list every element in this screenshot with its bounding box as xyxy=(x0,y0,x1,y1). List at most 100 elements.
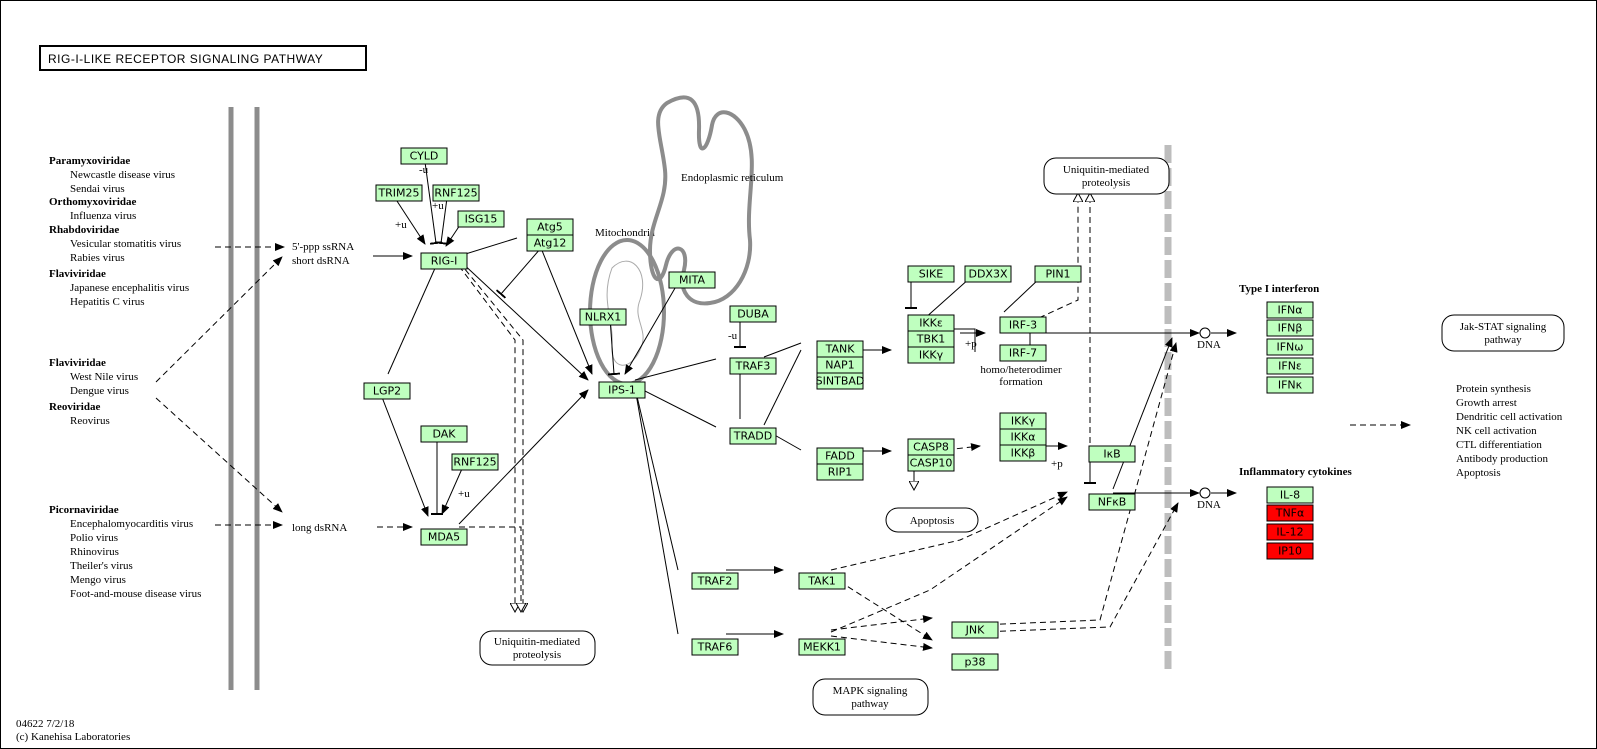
gene-casp8[interactable]: CASP8 xyxy=(907,438,955,456)
gene-ddx3x[interactable]: DDX3X xyxy=(964,265,1012,283)
gene-rnf125-a[interactable]: RNF125 xyxy=(432,184,480,202)
gene-mekk1[interactable]: MEKK1 xyxy=(798,638,846,656)
gene-il-8[interactable]: IL-8 xyxy=(1266,486,1314,504)
gene-fadd-label: FADD xyxy=(825,450,855,463)
gene-tank[interactable]: TANK xyxy=(816,340,864,358)
outcome-6: Apoptosis xyxy=(1456,467,1501,479)
gene-ips-1[interactable]: IPS-1 xyxy=(598,381,646,399)
gene-duba[interactable]: DUBA xyxy=(729,305,777,323)
gene-nap1-label: NAP1 xyxy=(825,359,854,372)
outcome-3: NK cell activation xyxy=(1456,425,1537,437)
ligand-long-dsrna: long dsRNA xyxy=(292,522,347,534)
gene-dak-label: DAK xyxy=(432,428,456,441)
gene-traf6[interactable]: TRAF6 xyxy=(691,638,739,656)
gene-jnk-label: JNK xyxy=(965,624,985,637)
gene-jnk[interactable]: JNK xyxy=(951,621,999,639)
gene-ips-1-label: IPS-1 xyxy=(608,384,636,397)
inflammatory-label: Inflammatory cytokines xyxy=(1239,466,1352,478)
gene-tank-label: TANK xyxy=(825,343,856,356)
gene-ifnw[interactable]: IFNω xyxy=(1266,338,1314,356)
gene-atg5-label: Atg5 xyxy=(537,221,563,234)
gene-ikkb[interactable]: IKKβ xyxy=(999,444,1047,462)
gene-layer: CYLD TRIM25 RNF125 ISG15 RIG-I Atg5 Atg1… xyxy=(363,147,1314,671)
pathway-title: RIG-I-LIKE RECEPTOR SIGNALING PATHWAY xyxy=(48,52,323,66)
gene-atg5[interactable]: Atg5 xyxy=(526,218,574,236)
virus-newcastle: Newcastle disease virus xyxy=(70,169,175,181)
virus-sendai: Sendai virus xyxy=(70,183,125,195)
apoptosis-box[interactable]: Apoptosis xyxy=(885,507,979,533)
gene-ip10[interactable]: IP10 xyxy=(1266,542,1314,560)
gene-tnfa-label: TNFα xyxy=(1275,507,1305,520)
virus-polio: Polio virus xyxy=(70,532,118,544)
gene-sike[interactable]: SIKE xyxy=(907,265,955,283)
gene-ikkg-1[interactable]: IKKγ xyxy=(907,346,955,364)
gene-rnf125-a-label: RNF125 xyxy=(434,187,477,200)
gene-trim25-label: TRIM25 xyxy=(377,187,419,200)
gene-nfkb[interactable]: NFκB xyxy=(1088,493,1136,511)
gene-p38[interactable]: p38 xyxy=(951,653,999,671)
gene-irf-7[interactable]: IRF-7 xyxy=(999,344,1047,362)
gene-sintbad[interactable]: SINTBAD xyxy=(816,372,865,390)
gene-ikb[interactable]: IκB xyxy=(1088,445,1136,463)
gene-mita[interactable]: MITA xyxy=(668,271,716,289)
gene-ikkg-2[interactable]: IKKγ xyxy=(999,412,1047,430)
outcome-0: Protein synthesis xyxy=(1456,383,1531,395)
gene-ifnk[interactable]: IFNκ xyxy=(1266,376,1314,394)
virus-rhino: Rhinovirus xyxy=(70,546,119,558)
gene-cyld[interactable]: CYLD xyxy=(400,147,448,165)
gene-lgp2[interactable]: LGP2 xyxy=(363,382,411,400)
gene-nap1[interactable]: NAP1 xyxy=(816,356,864,374)
jak-stat-pathway-box[interactable]: Jak-STAT signaling pathway xyxy=(1441,314,1565,352)
gene-ikka[interactable]: IKKα xyxy=(999,428,1047,446)
gene-il-12[interactable]: IL-12 xyxy=(1266,523,1314,541)
gene-traf3[interactable]: TRAF3 xyxy=(729,357,777,375)
mapk-pathway-box[interactable]: MAPK signaling pathway xyxy=(812,678,929,716)
gene-tak1[interactable]: TAK1 xyxy=(798,572,846,590)
gene-casp10[interactable]: CASP10 xyxy=(907,454,955,472)
gene-traf2[interactable]: TRAF2 xyxy=(691,572,739,590)
dna-circle-2 xyxy=(1199,487,1211,499)
gene-ifnb[interactable]: IFNβ xyxy=(1266,319,1314,337)
ub-proteolysis-box-bottom[interactable]: Uniquitin-mediated proteolysis xyxy=(479,630,596,666)
gene-rip1[interactable]: RIP1 xyxy=(816,463,864,481)
gene-atg12[interactable]: Atg12 xyxy=(526,234,574,252)
gene-nlrx1[interactable]: NLRX1 xyxy=(579,308,627,326)
gene-mda5-label: MDA5 xyxy=(428,531,460,544)
gene-tnfa[interactable]: TNFα xyxy=(1266,504,1314,522)
gene-nfkb-label: NFκB xyxy=(1098,496,1127,509)
gene-tradd[interactable]: TRADD xyxy=(729,427,777,445)
virus-wnv: West Nile virus xyxy=(70,371,138,383)
gene-dak[interactable]: DAK xyxy=(420,425,468,443)
gene-ifnb-label: IFNβ xyxy=(1278,322,1303,335)
mod-label-trim25: +u xyxy=(395,219,407,231)
gene-irf-3[interactable]: IRF-3 xyxy=(999,316,1047,334)
gene-cyld-label: CYLD xyxy=(410,150,439,163)
gene-tbk1[interactable]: TBK1 xyxy=(907,330,955,348)
gene-ifna[interactable]: IFNα xyxy=(1266,301,1314,319)
gene-rnf125-b[interactable]: RNF125 xyxy=(451,453,499,471)
virus-family-picornaviridae: Picornaviridae xyxy=(49,504,119,516)
title-box: RIG-I-LIKE RECEPTOR SIGNALING PATHWAY xyxy=(39,45,367,71)
ub-bottom-line2: proteolysis xyxy=(513,649,561,661)
gene-casp8-label: CASP8 xyxy=(913,441,949,454)
gene-ifna-label: IFNα xyxy=(1277,304,1302,317)
gene-fadd[interactable]: FADD xyxy=(816,447,864,465)
gene-mita-label: MITA xyxy=(679,274,706,287)
virus-influenza: Influenza virus xyxy=(70,210,136,222)
ub-proteolysis-box-top[interactable]: Uniquitin-mediated proteolysis xyxy=(1043,157,1170,195)
gene-mda5[interactable]: MDA5 xyxy=(420,528,468,546)
gene-ikke[interactable]: IKKε xyxy=(907,314,955,332)
mod-label-cyld: -u xyxy=(419,164,429,176)
gene-isg15[interactable]: ISG15 xyxy=(457,210,505,228)
dna-label-2: DNA xyxy=(1197,499,1221,511)
gene-ikkg-2-label: IKKγ xyxy=(1011,415,1036,428)
gene-ifne[interactable]: IFNε xyxy=(1266,357,1314,375)
mod-label-ikb: +p xyxy=(1051,458,1063,470)
gene-trim25[interactable]: TRIM25 xyxy=(375,184,423,202)
ligand-ssrna: 5'-ppp ssRNA xyxy=(292,241,354,253)
gene-isg15-label: ISG15 xyxy=(465,213,498,226)
gene-pin1[interactable]: PIN1 xyxy=(1034,265,1082,283)
gene-rig-i[interactable]: RIG-I xyxy=(420,252,468,270)
mod-label-irf: +p xyxy=(965,338,977,350)
apoptosis-label: Apoptosis xyxy=(910,515,955,527)
